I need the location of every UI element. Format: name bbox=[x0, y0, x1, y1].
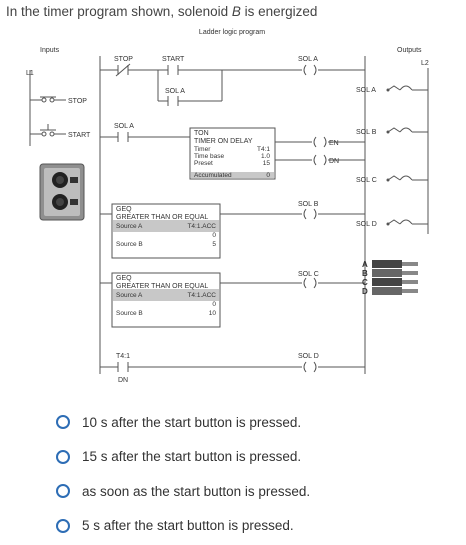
light-letter-a: A bbox=[362, 260, 368, 269]
geq2-src-b-val: 10 bbox=[209, 310, 217, 317]
output-sol-a: SOL A bbox=[356, 87, 376, 94]
ton-row-acc-key: Accumulated bbox=[194, 172, 232, 179]
rung1-seal-label: SOL A bbox=[165, 88, 185, 95]
geq1-src-a-val: T4:1.ACC bbox=[187, 223, 216, 230]
output-sol-d: SOL D bbox=[356, 221, 377, 228]
question-suffix: is energized bbox=[240, 4, 318, 19]
radio-button[interactable] bbox=[56, 449, 70, 464]
diagram-title: Ladder logic program bbox=[199, 29, 265, 36]
option-label: 10 s after the start button is pressed. bbox=[82, 414, 302, 430]
option-label: as soon as the start button is pressed. bbox=[82, 483, 311, 499]
geq1-src-a: Source A bbox=[116, 223, 143, 230]
light-letter-d: D bbox=[362, 287, 368, 296]
ton-en-label: EN bbox=[329, 140, 339, 147]
geq1-src-b-val: 5 bbox=[212, 241, 216, 248]
geq2-src-b: Source B bbox=[116, 310, 143, 317]
l2-label: L2 bbox=[421, 60, 429, 67]
l1-label: L1 bbox=[26, 70, 34, 77]
geq2-src-a-num: 0 bbox=[212, 301, 216, 308]
rung5-bit-label: DN bbox=[118, 377, 128, 384]
geq1-coil-label: SOL B bbox=[298, 201, 319, 208]
ton-row-timebase-key: Time base bbox=[194, 153, 224, 160]
ton-dn-label: DN bbox=[329, 158, 339, 165]
answer-option[interactable]: 15 s after the start button is pressed. bbox=[56, 440, 456, 475]
start-button-label: START bbox=[68, 132, 91, 139]
outputs-label: Outputs bbox=[397, 47, 422, 54]
output-sol-b: SOL B bbox=[356, 129, 377, 136]
rung5-contact-label: T4:1 bbox=[116, 353, 130, 360]
radio-button[interactable] bbox=[56, 415, 70, 430]
question-text: In the timer program shown, solenoid B i… bbox=[6, 4, 317, 19]
answer-option[interactable]: as soon as the start button is pressed. bbox=[56, 474, 456, 509]
ton-row-acc-val: 0 bbox=[266, 172, 270, 179]
ladder-diagram-svg: Ladder logic program Inputs Outputs L1 L… bbox=[26, 29, 429, 384]
rung5-coil-label: SOL D bbox=[298, 353, 319, 360]
ton-row-timer-key: Timer bbox=[194, 146, 211, 153]
geq1-name: GEQ bbox=[116, 206, 132, 213]
rung1-coil-label: SOL A bbox=[298, 56, 318, 63]
rung1-start-label: START bbox=[162, 56, 185, 63]
light-letter-c: C bbox=[362, 278, 368, 287]
ton-row-timer-val: T4:1 bbox=[257, 146, 270, 153]
geq2-desc: GREATER THAN OR EQUAL bbox=[116, 283, 208, 290]
geq1-desc: GREATER THAN OR EQUAL bbox=[116, 214, 208, 221]
question-emphasis: B bbox=[231, 4, 241, 19]
stop-button-label: STOP bbox=[68, 98, 87, 105]
ton-name: TON bbox=[194, 130, 209, 137]
ton-row-preset-key: Preset bbox=[194, 160, 213, 167]
ton-row-timebase-val: 1.0 bbox=[261, 153, 270, 160]
option-label: 5 s after the start button is pressed. bbox=[82, 518, 294, 534]
light-letter-b: B bbox=[362, 269, 368, 278]
answer-options: 10 s after the start button is pressed. … bbox=[56, 405, 456, 543]
option-label: 15 s after the start button is pressed. bbox=[82, 449, 302, 465]
ton-contact-label: SOL A bbox=[114, 123, 134, 130]
geq2-src-a-val: T4:1.ACC bbox=[187, 292, 216, 299]
radio-button[interactable] bbox=[56, 484, 70, 499]
ton-row-preset-val: 15 bbox=[263, 160, 271, 167]
geq2-name: GEQ bbox=[116, 275, 132, 282]
geq1-src-b: Source B bbox=[116, 241, 143, 248]
ton-desc: TIMER ON DELAY bbox=[194, 138, 253, 145]
radio-button[interactable] bbox=[56, 518, 70, 533]
rung1-stop-label: STOP bbox=[114, 56, 133, 63]
geq2-src-a: Source A bbox=[116, 292, 143, 299]
ladder-diagram: Ladder logic program Inputs Outputs L1 L… bbox=[22, 24, 442, 390]
answer-option[interactable]: 5 s after the start button is pressed. bbox=[56, 509, 456, 544]
inputs-label: Inputs bbox=[40, 47, 60, 54]
geq2-coil-label: SOL C bbox=[298, 271, 319, 278]
output-sol-c: SOL C bbox=[356, 177, 377, 184]
geq1-src-a-num: 0 bbox=[212, 232, 216, 239]
question-prefix: In the timer program shown, solenoid bbox=[6, 4, 232, 19]
answer-option[interactable]: 10 s after the start button is pressed. bbox=[56, 405, 456, 440]
